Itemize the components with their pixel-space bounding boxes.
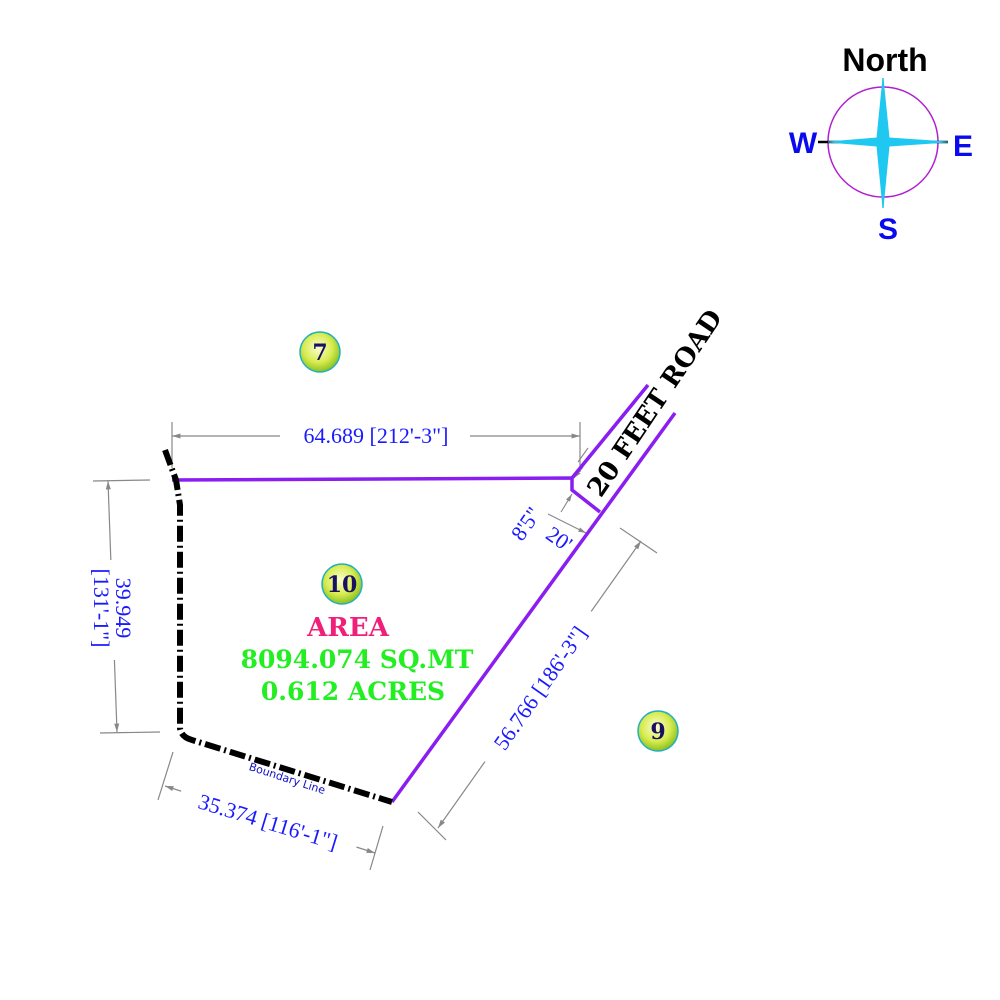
road-edge-upper [570, 383, 650, 480]
dimension-left-metric: 39.949 [111, 578, 136, 639]
area-sq-mt: 8094.074 SQ.MT [241, 645, 474, 674]
lot-badge-7: 7 [299, 331, 341, 373]
compass-star-icon [827, 77, 949, 209]
area-acres: 0.612 ACRES [261, 677, 445, 706]
compass-north-label: North [842, 42, 927, 78]
dimension-top-label: 64.689 [212'-3"] [304, 423, 449, 448]
lot-number-7: 7 [312, 340, 327, 366]
area-label: AREA [306, 613, 390, 643]
compass-south-label: S [878, 213, 898, 246]
dimension-corner-label: 8'5" [506, 502, 547, 545]
dimension-corner [547, 447, 589, 534]
dimension-diagonal-label: 56.766 [186'-3"] [488, 621, 592, 754]
road-edge-lower [390, 411, 677, 804]
boundary-dashed-line [162, 448, 393, 805]
plot-boundary [162, 383, 677, 805]
lot-number-10: 10 [327, 572, 358, 598]
road-label: 20 FEET ROAD [582, 304, 729, 502]
lot-badge-9: 9 [637, 710, 679, 752]
compass-east-label: E [953, 130, 973, 163]
lot-number-9: 9 [650, 719, 665, 745]
boundary-north-line [171, 476, 602, 514]
dimension-left-imperial: [131'-1"] [89, 569, 114, 648]
compass-west-label: W [789, 127, 818, 160]
compass-rose: North W E S [789, 42, 973, 246]
lot-badge-10: 10 [321, 563, 363, 605]
